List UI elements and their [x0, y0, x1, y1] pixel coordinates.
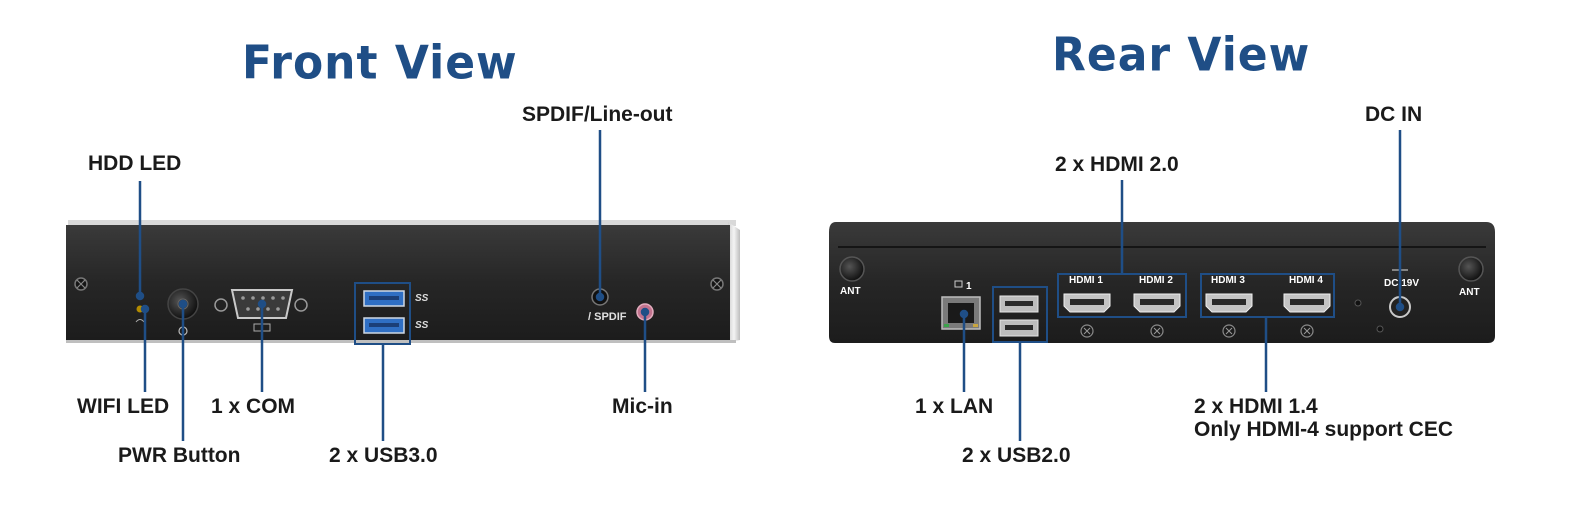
- rear-chassis: [829, 222, 1495, 343]
- usb2-label: 2 x USB2.0: [962, 444, 1071, 467]
- hdmi1-label: HDMI 1: [1069, 275, 1103, 286]
- usb3-ss-mark-2: SS: [415, 320, 429, 331]
- usb2-port-bottom: [999, 319, 1039, 337]
- hdmi4-label: HDMI 4: [1289, 275, 1323, 286]
- com-label: 1 x COM: [211, 395, 296, 418]
- usb3-port-top: [363, 290, 405, 307]
- lan-label: 1 x LAN: [915, 395, 994, 418]
- ant-right-label: ANT: [1459, 287, 1480, 298]
- antenna-right-icon: [1458, 256, 1484, 282]
- front-screw-left: [74, 277, 88, 291]
- wifi-led-label: WIFI LED: [77, 395, 170, 418]
- hdmi2-label: HDMI 2: [1139, 275, 1173, 286]
- dc-voltage-label: DC 19V: [1384, 278, 1420, 289]
- lock-hole: [1376, 325, 1384, 333]
- usb3-port-bottom: [363, 317, 405, 334]
- usb2-port-top: [999, 295, 1039, 313]
- rear-view-title: Rear View: [1052, 28, 1311, 83]
- hdmi14-label: 2 x HDMI 1.4: [1194, 395, 1318, 418]
- usb3-label: 2 x USB3.0: [329, 444, 438, 467]
- front-screw-right: [710, 277, 724, 291]
- spdif-label: SPDIF/Line-out: [522, 103, 673, 126]
- spdif-panel-mark: / SPDIF: [588, 311, 627, 323]
- dc-in-label: DC IN: [1365, 103, 1423, 126]
- hdmi14-highlight-box: [1200, 273, 1335, 318]
- usb3-ss-mark-1: SS: [415, 293, 429, 304]
- hdmi14-cec-note: Only HDMI-4 support CEC: [1194, 418, 1454, 441]
- hdmi20-label: 2 x HDMI 2.0: [1055, 153, 1179, 176]
- front-view-title: Front View: [242, 36, 518, 91]
- lan-number-label: 1: [966, 281, 972, 292]
- pwr-button-label: PWR Button: [118, 444, 241, 467]
- reset-hole: [1354, 299, 1362, 307]
- ant-left-label: ANT: [840, 286, 861, 297]
- front-callouts: [135, 130, 650, 441]
- hdd-led-label: HDD LED: [88, 152, 182, 175]
- antenna-left-icon: [839, 256, 865, 282]
- mic-in-label: Mic-in: [612, 395, 673, 418]
- rear-callouts: [959, 130, 1405, 441]
- hdmi3-label: HDMI 3: [1211, 275, 1245, 286]
